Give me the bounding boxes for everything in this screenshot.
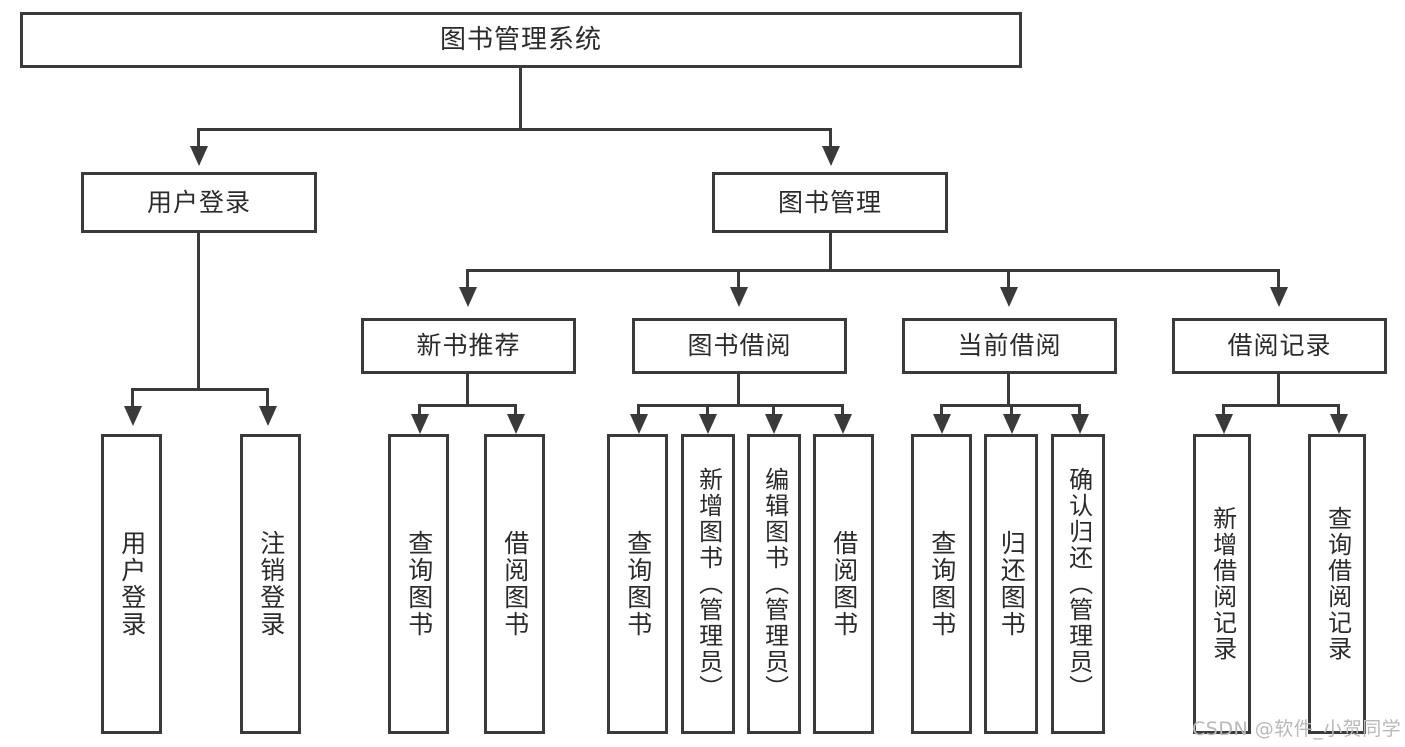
node-label: 借阅记录 (1227, 331, 1332, 361)
connector-borrow-record-drop-1 (1222, 404, 1225, 418)
node-label: 借阅图书 (829, 530, 859, 638)
node-label: 新增借阅记录 (1208, 506, 1237, 662)
connector-level2-right-drop (829, 128, 832, 150)
connector-book-borrow-drop-3 (772, 404, 775, 418)
connector-user-login-stem (197, 233, 200, 390)
arrowhead-leaf-logout-login (259, 406, 277, 426)
node-leaf-query-book-2[interactable]: 查询图书 (607, 434, 668, 734)
arrowhead-book-management (822, 146, 840, 166)
arrowhead-borrow-record (1270, 287, 1288, 307)
connector-book-borrow-bus (637, 404, 844, 407)
node-leaf-user-login[interactable]: 用户登录 (101, 434, 162, 734)
node-label: 新书推荐 (416, 331, 521, 361)
arrowhead-leaf-user-login (124, 406, 142, 426)
arrowhead-leaf-add-record (1215, 414, 1233, 434)
arrowhead-leaf-query-book-2 (630, 414, 648, 434)
connector-user-login-drop-2 (266, 388, 269, 410)
connector-level2-left-drop (197, 128, 200, 150)
arrowhead-user-login (190, 146, 208, 166)
node-leaf-query-book-1[interactable]: 查询图书 (388, 434, 449, 734)
connector-level3-drop-3 (1007, 269, 1010, 291)
node-leaf-query-record[interactable]: 查询借阅记录 (1308, 434, 1366, 734)
arrowhead-leaf-return-book (1003, 414, 1021, 434)
connector-current-borrow-drop-2 (1010, 404, 1013, 418)
connector-level3-drop-4 (1277, 269, 1280, 291)
connector-current-borrow-stem (1007, 374, 1010, 406)
node-label: 借阅图书 (500, 530, 530, 638)
connector-borrow-record-drop-2 (1337, 404, 1340, 418)
node-label: 查询图书 (404, 530, 434, 638)
node-label: 图书管理系统 (439, 24, 602, 55)
arrowhead-leaf-confirm-return (1071, 414, 1089, 434)
node-user-login[interactable]: 用户登录 (81, 172, 317, 233)
node-new-book-recommend[interactable]: 新书推荐 (361, 318, 576, 374)
arrowhead-leaf-query-book-1 (411, 414, 429, 434)
node-label: 新增图书（管理员） (694, 467, 723, 701)
connector-book-borrow-drop-1 (637, 404, 640, 418)
connector-current-borrow-drop-3 (1078, 404, 1081, 418)
node-label: 用户登录 (117, 530, 147, 638)
connector-user-login-drop-1 (131, 388, 134, 410)
node-leaf-return-book[interactable]: 归还图书 (984, 434, 1038, 734)
node-label: 图书借阅 (687, 331, 792, 361)
node-leaf-add-book[interactable]: 新增图书（管理员） (681, 434, 735, 734)
node-book-borrow[interactable]: 图书借阅 (632, 318, 847, 374)
node-label: 查询图书 (623, 530, 653, 638)
node-leaf-logout-login[interactable]: 注销登录 (240, 434, 301, 734)
node-label: 归还图书 (997, 530, 1027, 638)
connector-level3-drop-2 (737, 269, 740, 291)
node-leaf-borrow-book-1[interactable]: 借阅图书 (484, 434, 545, 734)
connector-level3-bus (466, 269, 1279, 272)
arrowhead-book-borrow (730, 287, 748, 307)
connector-new-book-bus (418, 404, 517, 407)
node-book-management[interactable]: 图书管理 (712, 172, 948, 233)
arrowhead-leaf-edit-book (765, 414, 783, 434)
connector-book-management-stem (829, 233, 832, 271)
arrowhead-leaf-borrow-book-1 (507, 414, 525, 434)
watermark-text: CSDN @软件_小贺同学 (1192, 718, 1402, 740)
node-label: 查询图书 (927, 530, 957, 638)
node-leaf-confirm-return[interactable]: 确认归还（管理员） (1051, 434, 1105, 734)
node-label: 查询借阅记录 (1323, 506, 1352, 662)
connector-root-stem (519, 68, 522, 130)
arrowhead-leaf-query-record (1330, 414, 1348, 434)
node-label: 注销登录 (256, 530, 286, 638)
node-system-root[interactable]: 图书管理系统 (20, 12, 1022, 68)
connector-borrow-record-stem (1277, 374, 1280, 406)
node-borrow-record[interactable]: 借阅记录 (1172, 318, 1387, 374)
arrowhead-current-borrow (1000, 287, 1018, 307)
node-label: 图书管理 (777, 187, 882, 217)
connector-book-borrow-drop-2 (706, 404, 709, 418)
arrowhead-leaf-borrow-book-2 (834, 414, 852, 434)
arrowhead-new-book-recommend (459, 287, 477, 307)
node-label: 当前借阅 (957, 331, 1062, 361)
connector-new-book-stem (466, 374, 469, 406)
node-leaf-edit-book[interactable]: 编辑图书（管理员） (747, 434, 801, 734)
node-leaf-query-book-3[interactable]: 查询图书 (911, 434, 972, 734)
node-leaf-borrow-book-2[interactable]: 借阅图书 (813, 434, 874, 734)
connector-level3-drop-1 (466, 269, 469, 291)
arrowhead-leaf-query-book-3 (933, 414, 951, 434)
connector-borrow-record-bus (1222, 404, 1340, 407)
node-label: 确认归还（管理员） (1064, 467, 1093, 701)
arrowhead-leaf-add-book (699, 414, 717, 434)
node-label: 用户登录 (146, 187, 251, 217)
node-current-borrow[interactable]: 当前借阅 (902, 318, 1117, 374)
connector-user-login-bus (131, 388, 266, 391)
connector-book-borrow-stem (737, 374, 740, 406)
node-label: 编辑图书（管理员） (760, 467, 789, 701)
connector-current-borrow-drop-1 (940, 404, 943, 418)
connector-new-book-drop-2 (514, 404, 517, 418)
connector-book-borrow-drop-4 (841, 404, 844, 418)
connector-new-book-drop-1 (418, 404, 421, 418)
node-leaf-add-record[interactable]: 新增借阅记录 (1193, 434, 1251, 734)
connector-level2-bus (197, 128, 832, 131)
